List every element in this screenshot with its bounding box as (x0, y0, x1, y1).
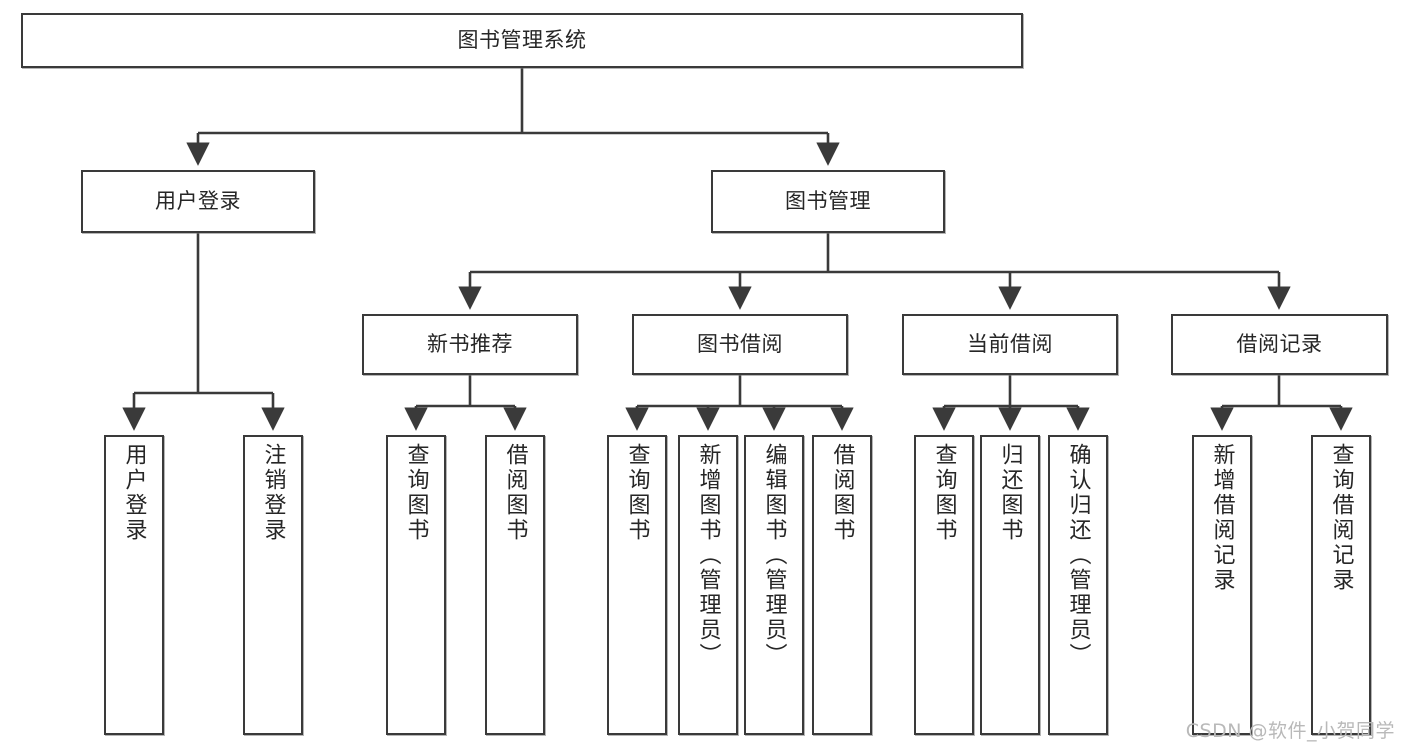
leaf-query-book-recommend[interactable]: 查询图书 (386, 435, 446, 735)
leaf-return-book-label: 归还图书 (997, 443, 1023, 543)
leaf-query-book-current-label: 查询图书 (931, 443, 957, 543)
node-book-management-label: 图书管理 (785, 189, 871, 214)
leaf-borrow-book-recommend-label: 借阅图书 (502, 443, 528, 543)
node-root-label: 图书管理系统 (457, 28, 587, 53)
leaf-query-borrow-record[interactable]: 查询借阅记录 (1311, 435, 1371, 735)
node-borrow-records[interactable]: 借阅记录 (1171, 314, 1388, 375)
leaf-add-book-admin[interactable]: 新增图书（管理员） (678, 435, 738, 735)
node-current-borrow[interactable]: 当前借阅 (902, 314, 1118, 375)
leaf-confirm-return-admin[interactable]: 确认归还（管理员） (1048, 435, 1108, 735)
node-book-management[interactable]: 图书管理 (711, 170, 945, 233)
leaf-add-book-admin-label: 新增图书（管理员） (695, 443, 721, 668)
leaf-query-borrow-record-label: 查询借阅记录 (1328, 443, 1354, 593)
leaf-logout-label: 注销登录 (260, 443, 286, 543)
leaf-add-borrow-record[interactable]: 新增借阅记录 (1192, 435, 1252, 735)
leaf-user-login-label: 用户登录 (121, 443, 147, 543)
leaf-query-book-borrow-label: 查询图书 (624, 443, 650, 543)
node-current-borrow-label: 当前借阅 (967, 332, 1053, 357)
node-book-borrow-label: 图书借阅 (697, 332, 783, 357)
csdn-watermark: CSDN @软件_小贺同学 (1185, 720, 1395, 742)
node-root[interactable]: 图书管理系统 (21, 13, 1023, 68)
node-user-login[interactable]: 用户登录 (81, 170, 315, 233)
leaf-query-book-recommend-label: 查询图书 (403, 443, 429, 543)
leaf-edit-book-admin-label: 编辑图书（管理员） (761, 443, 787, 668)
leaf-confirm-return-admin-label: 确认归还（管理员） (1065, 443, 1091, 668)
node-borrow-records-label: 借阅记录 (1236, 332, 1323, 357)
leaf-query-book-current[interactable]: 查询图书 (914, 435, 974, 735)
leaf-add-borrow-record-label: 新增借阅记录 (1209, 443, 1235, 593)
leaf-lend-book-label: 借阅图书 (829, 443, 855, 543)
leaf-lend-book[interactable]: 借阅图书 (812, 435, 872, 735)
leaf-user-login[interactable]: 用户登录 (104, 435, 164, 735)
leaf-query-book-borrow[interactable]: 查询图书 (607, 435, 667, 735)
leaf-return-book[interactable]: 归还图书 (980, 435, 1040, 735)
leaf-borrow-book-recommend[interactable]: 借阅图书 (485, 435, 545, 735)
node-user-login-label: 用户登录 (155, 189, 241, 214)
leaf-edit-book-admin[interactable]: 编辑图书（管理员） (744, 435, 804, 735)
leaf-logout[interactable]: 注销登录 (243, 435, 303, 735)
node-new-book-recommend[interactable]: 新书推荐 (362, 314, 578, 375)
node-new-book-recommend-label: 新书推荐 (427, 332, 513, 357)
node-book-borrow[interactable]: 图书借阅 (632, 314, 848, 375)
